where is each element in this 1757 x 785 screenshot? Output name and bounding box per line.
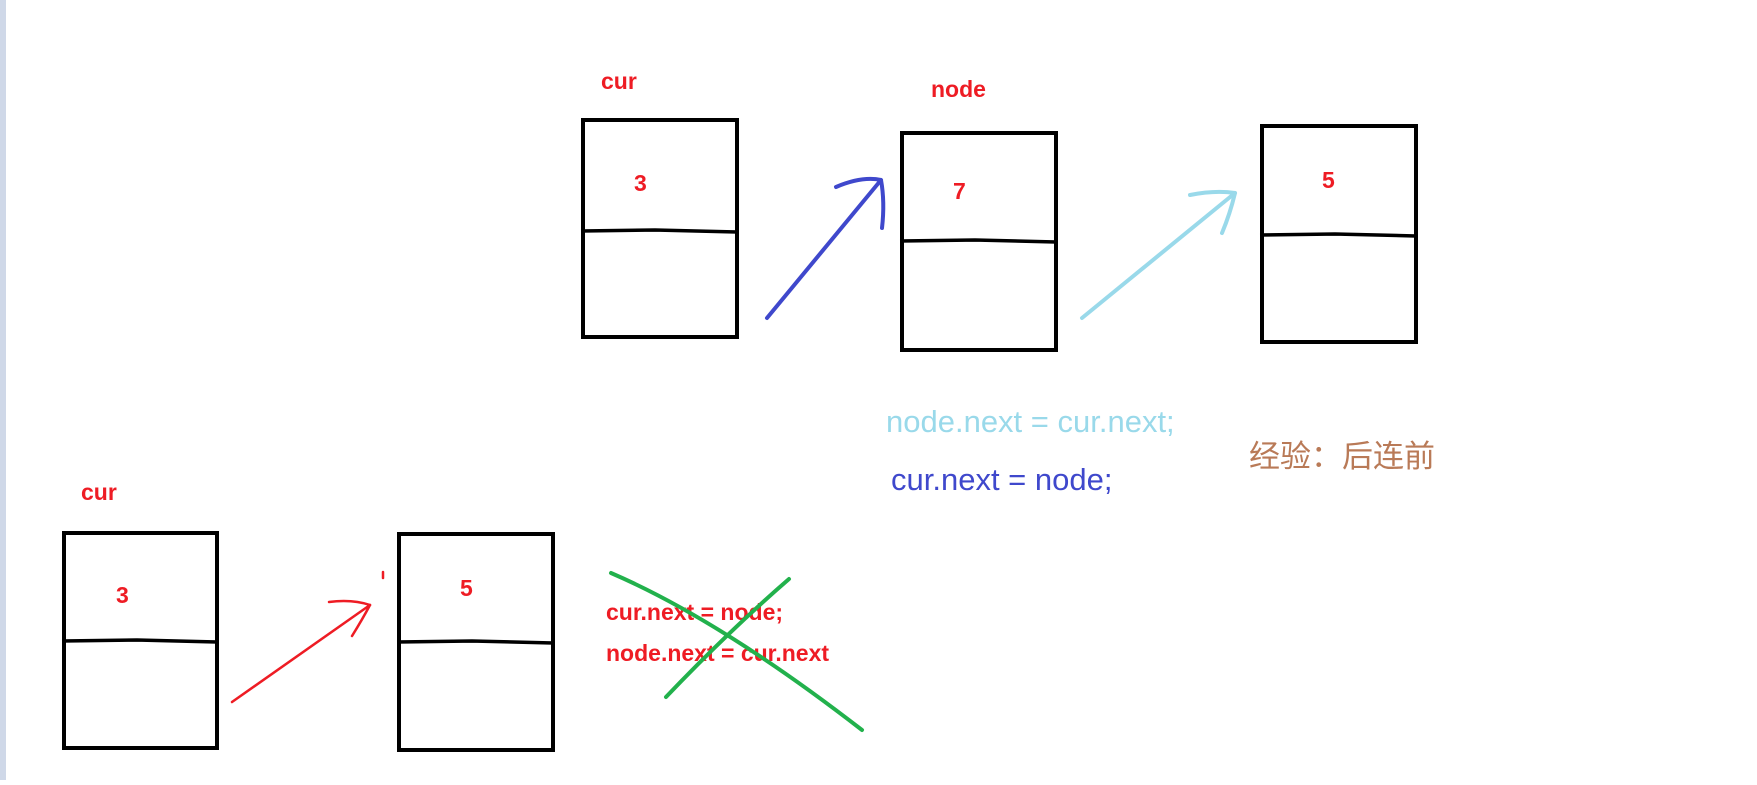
code-line-2: cur.next = node; xyxy=(891,462,1112,497)
top-node-c-value: 5 xyxy=(1322,167,1335,193)
top-node-b-value: 7 xyxy=(953,178,966,204)
bottom-node-a-value: 3 xyxy=(116,582,129,608)
arrow-shaft xyxy=(230,603,372,704)
arrow-shaft xyxy=(1080,191,1237,320)
bottom-node-a: 3 xyxy=(61,531,219,750)
node-divider xyxy=(899,238,1057,244)
experience-note: 经验：后连前 xyxy=(1249,439,1435,474)
light-blue-arrow xyxy=(1080,189,1237,320)
arrow-head xyxy=(1188,189,1237,235)
left-edge-strip xyxy=(0,0,6,780)
blue-arrow xyxy=(765,176,886,320)
top-cur-label: cur xyxy=(601,68,637,94)
bottom-cur-label: cur xyxy=(81,479,117,505)
node-divider xyxy=(580,228,738,234)
bottom-node-b: 5 xyxy=(396,532,555,752)
red-arrow xyxy=(230,570,385,704)
node-divider xyxy=(1259,232,1417,238)
node-divider xyxy=(61,638,218,644)
top-node-a-value: 3 xyxy=(634,170,647,196)
top-node-b: 7 xyxy=(899,131,1058,352)
node-divider xyxy=(396,639,554,645)
top-node-label: node xyxy=(931,76,986,102)
top-node-a: 3 xyxy=(580,118,739,339)
arrow-head xyxy=(834,176,886,230)
node-box xyxy=(581,118,739,339)
wrong-code-line-1: cur.next = node; xyxy=(606,599,783,625)
cross-stroke-2 xyxy=(664,577,791,699)
bottom-node-b-value: 5 xyxy=(460,575,473,601)
arrow-shaft xyxy=(765,178,883,320)
top-node-c: 5 xyxy=(1259,124,1418,344)
code-line-1: node.next = cur.next; xyxy=(886,404,1175,439)
arrow-head xyxy=(327,599,372,638)
green-cross-mark xyxy=(609,571,864,732)
